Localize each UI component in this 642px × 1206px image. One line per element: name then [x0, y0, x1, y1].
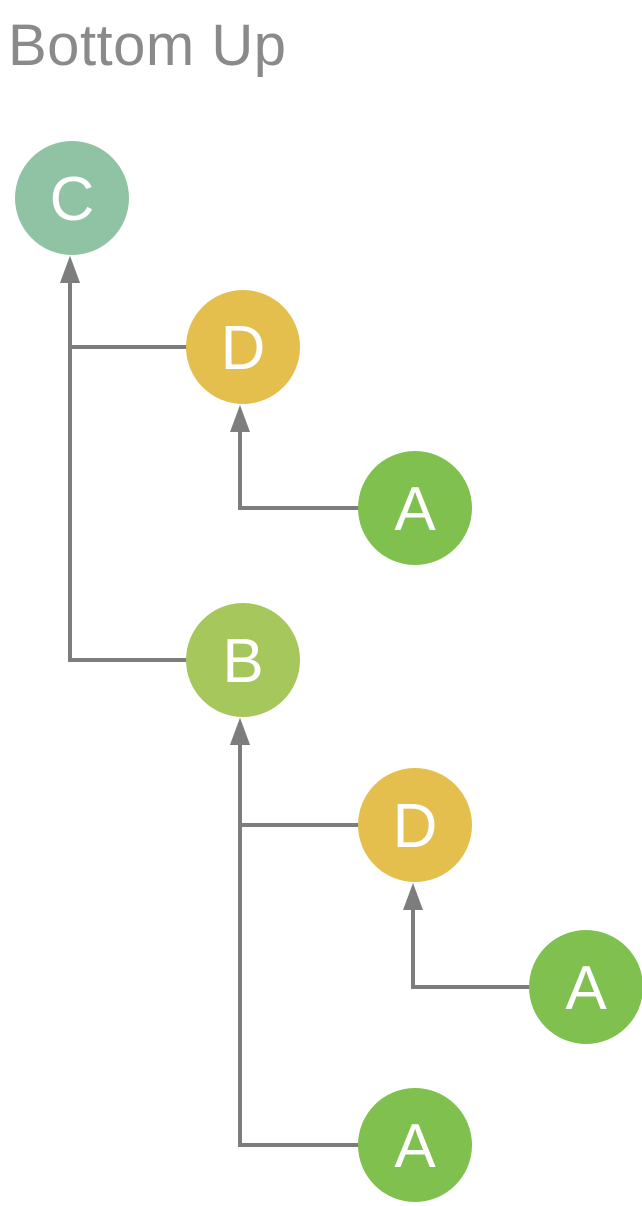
node-C: C — [15, 141, 129, 255]
node-label: B — [222, 627, 263, 696]
node-B: B — [186, 603, 300, 717]
edge-D2-to-B — [230, 718, 359, 827]
node-D2: D — [358, 768, 472, 882]
node-A3: A — [358, 1088, 472, 1202]
diagram-title: Bottom Up — [8, 13, 287, 78]
node-label: A — [394, 475, 436, 544]
arrowhead-up-icon — [403, 883, 423, 910]
node-A1: A — [358, 451, 472, 565]
node-circle — [186, 603, 300, 717]
arrowhead-up-icon — [230, 718, 250, 745]
node-label: D — [221, 314, 266, 383]
node-A2: A — [529, 930, 642, 1044]
edge-line — [238, 742, 359, 1147]
node-D1: D — [186, 290, 300, 404]
node-circle — [358, 768, 472, 882]
node-circle — [529, 930, 642, 1044]
edge-line — [238, 429, 359, 510]
edge-line — [411, 907, 530, 989]
edge-A2-to-D2 — [403, 883, 530, 989]
edge-A3-to-B — [230, 718, 359, 1147]
node-circle — [358, 1088, 472, 1202]
node-label: C — [50, 165, 95, 234]
node-label: A — [394, 1112, 436, 1181]
node-label: A — [565, 954, 607, 1023]
edge-B-to-C — [60, 256, 187, 662]
node-circle — [15, 141, 129, 255]
arrowhead-up-icon — [60, 256, 80, 283]
arrowhead-up-icon — [230, 405, 250, 432]
edge-line — [68, 280, 187, 349]
node-label: D — [393, 792, 438, 861]
edge-line — [238, 742, 359, 827]
edge-D1-to-C — [60, 256, 187, 349]
edge-A1-to-D1 — [230, 405, 359, 510]
edge-line — [68, 280, 187, 662]
node-circle — [358, 451, 472, 565]
node-circle — [186, 290, 300, 404]
